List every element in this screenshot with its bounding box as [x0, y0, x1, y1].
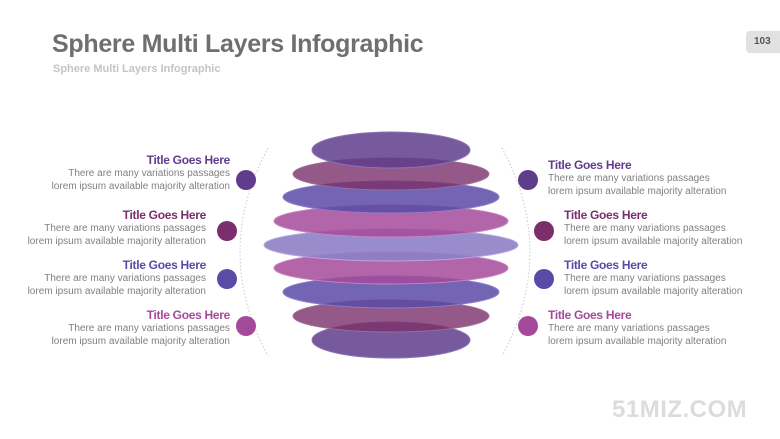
item-text-line: There are many variations passages: [68, 168, 230, 179]
item-title: Title Goes Here: [548, 308, 632, 322]
watermark-logo: 51MIZ.COM: [612, 396, 748, 423]
sphere-layer-1: [311, 131, 471, 169]
left-connector-arc: [239, 147, 269, 357]
item-text-line: lorem ipsum available majority alteratio…: [27, 285, 206, 297]
item-title: Title Goes Here: [564, 208, 648, 222]
left-marker-4: [236, 316, 256, 336]
item-title: Title Goes Here: [548, 158, 632, 172]
right-marker-1: [518, 170, 538, 190]
right-connector-arc: [501, 147, 531, 357]
left-item-1: Title Goes Here There are many variation…: [0, 153, 231, 193]
item-title: Title Goes Here: [146, 308, 231, 322]
item-title: Title Goes Here: [564, 258, 648, 272]
item-text-line: There are many variations passages: [44, 273, 206, 284]
item-text-line: lorem ipsum available majority alteratio…: [51, 180, 230, 192]
item-text-line: There are many variations passages: [564, 223, 726, 234]
right-item-3: Title Goes Here There are many variation…: [564, 258, 780, 298]
item-text-line: lorem ipsum available majority alteratio…: [548, 335, 727, 347]
item-text-line: There are many variations passages: [68, 323, 230, 334]
page-subtitle: Sphere Multi Layers Infographic: [53, 63, 221, 75]
item-title: Title Goes Here: [122, 208, 207, 222]
item-text-line: There are many variations passages: [548, 173, 710, 184]
item-text-line: lorem ipsum available majority alteratio…: [564, 285, 743, 297]
right-marker-3: [534, 269, 554, 289]
item-text-line: There are many variations passages: [564, 273, 726, 284]
page-title: Sphere Multi Layers Infographic: [52, 30, 424, 58]
item-text-line: There are many variations passages: [44, 223, 206, 234]
left-marker-3: [217, 269, 237, 289]
left-item-4: Title Goes Here There are many variation…: [0, 308, 231, 348]
left-marker-2: [217, 221, 237, 241]
item-text-line: lorem ipsum available majority alteratio…: [564, 235, 743, 247]
left-item-3: Title Goes Here There are many variation…: [0, 258, 207, 298]
item-text-line: lorem ipsum available majority alteratio…: [548, 185, 727, 197]
item-text-line: lorem ipsum available majority alteratio…: [27, 235, 206, 247]
item-title: Title Goes Here: [122, 258, 207, 272]
page-number-badge: 103: [746, 31, 780, 53]
item-text-line: There are many variations passages: [548, 323, 710, 334]
right-item-1: Title Goes Here There are many variation…: [548, 158, 778, 198]
left-marker-1: [236, 170, 256, 190]
item-title: Title Goes Here: [146, 153, 231, 167]
right-item-2: Title Goes Here There are many variation…: [564, 208, 780, 248]
item-text-line: lorem ipsum available majority alteratio…: [51, 335, 230, 347]
right-item-4: Title Goes Here There are many variation…: [548, 308, 778, 348]
left-item-2: Title Goes Here There are many variation…: [0, 208, 207, 248]
right-marker-4: [518, 316, 538, 336]
right-marker-2: [534, 221, 554, 241]
